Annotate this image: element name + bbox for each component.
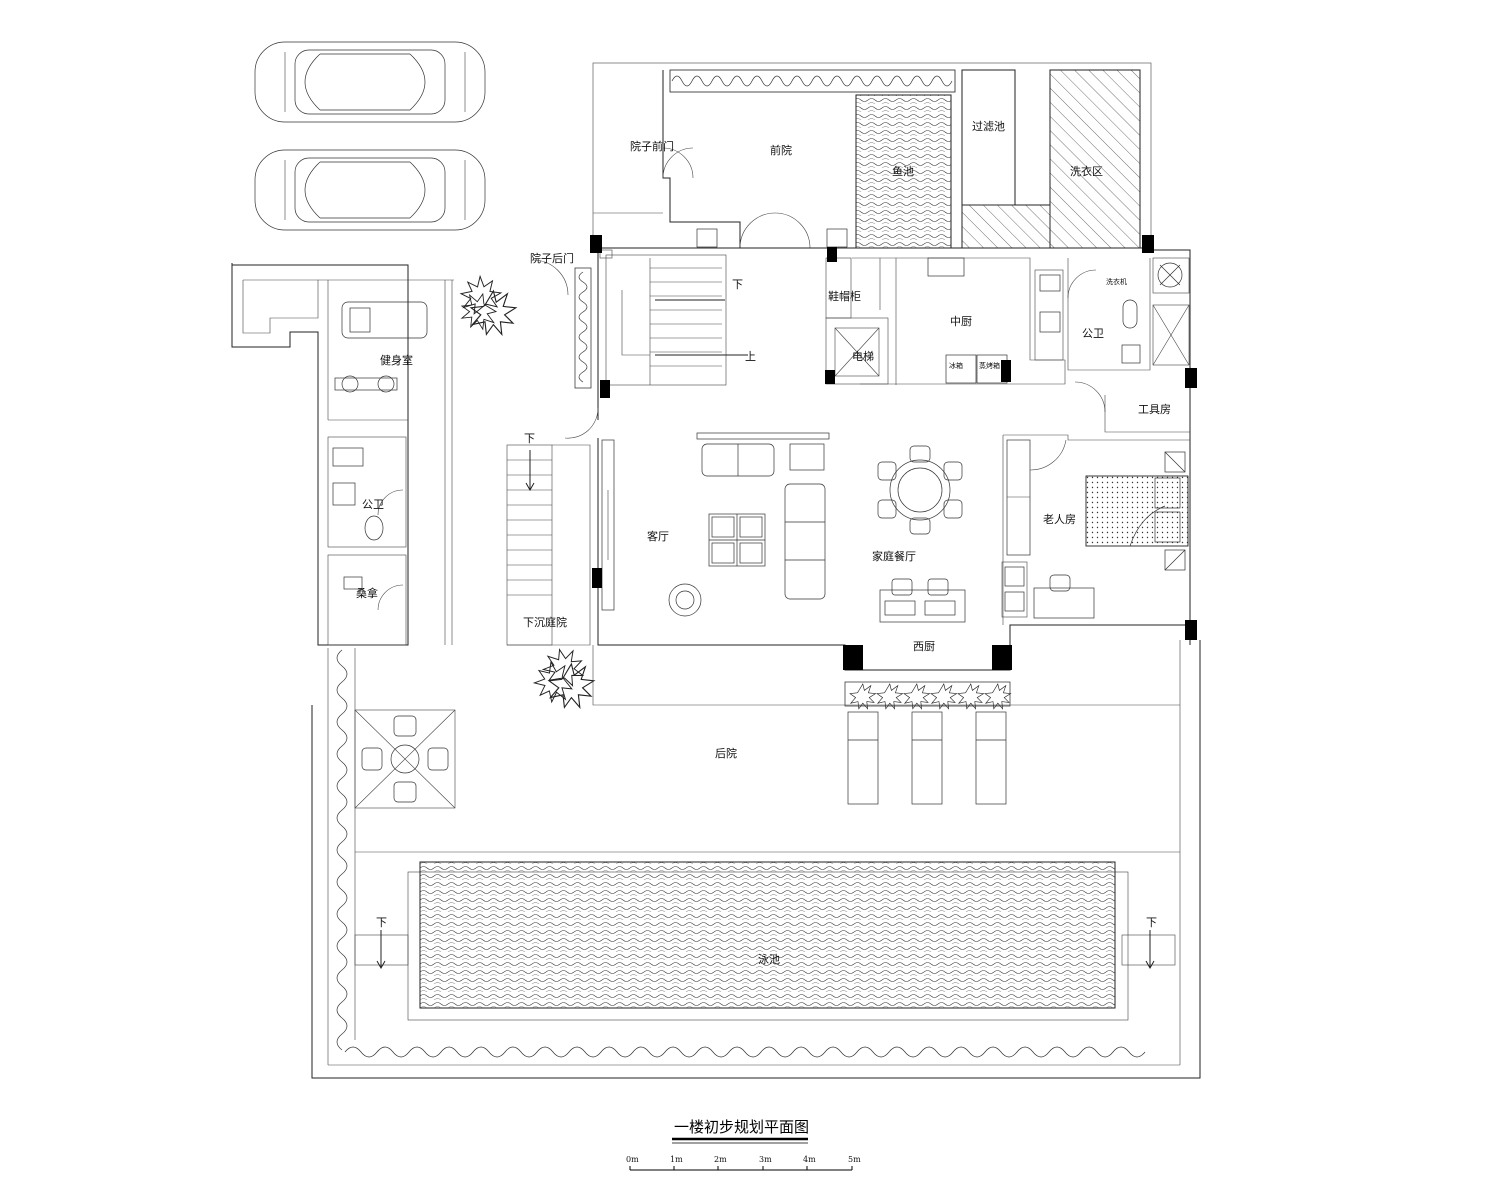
columns [590,235,1197,670]
filter-pond-box [961,69,1016,206]
label-front-gate: 院子前门 [630,139,674,153]
pool [354,861,1176,1021]
building-walls [597,247,1191,671]
car-top [254,41,486,123]
label-stair-down: 下 [732,278,743,291]
plant-upper-left [455,271,517,335]
label-front-yard: 前院 [770,143,792,157]
label-public-bath-west: 公卫 [362,498,384,511]
label-fridge: 冰箱 [949,361,963,370]
label-pool-stair-right: 下 [1146,916,1157,929]
label-elder-room: 老人房 [1043,513,1076,526]
label-family-dining: 家庭餐厅 [872,549,916,563]
label-oven: 蒸烤箱 [979,361,1000,370]
stair-treads [621,258,748,385]
west-wing [231,263,454,646]
label-laundry: 洗衣区 [1070,164,1103,178]
car-bottom [254,149,486,231]
boundary-hedge [336,649,1146,1058]
fish-pond-water [855,94,952,249]
label-back-gate: 院子后门 [530,251,574,265]
label-living-room: 客厅 [647,529,669,543]
label-pool-stair-left: 下 [376,916,387,929]
scale-tick-5: 5m [848,1155,861,1164]
scale-tick-2: 2m [714,1155,727,1164]
label-tool-room: 工具房 [1138,403,1171,416]
dining-table [877,445,966,623]
sunken-stair [506,407,599,646]
label-fish-pond: 鱼池 [892,164,914,178]
label-sunken-court: 下沉庭院 [523,615,567,629]
back-gate-swing [532,259,569,296]
scale-tick-1: 1m [670,1155,683,1164]
drawing-title: 一楼初步规划平面图 [674,1118,809,1136]
label-western-kitchen: 西厨 [913,640,935,653]
scale-tick-4: 4m [803,1155,816,1164]
label-filter-pond: 过滤池 [972,120,1005,133]
label-shoe-cabinet: 鞋帽柜 [828,289,861,303]
label-elevator: 电梯 [852,350,874,363]
label-stair-up: 上 [745,350,756,363]
front-hedge [669,69,956,93]
label-gym: 健身室 [380,353,413,367]
side-hedge [574,267,592,389]
back-yard [311,640,1201,1079]
label-sunken-stair-down: 下 [524,432,535,445]
bed [1085,451,1189,571]
label-public-bath-east: 公卫 [1082,327,1104,340]
label-washer: 洗衣机 [1106,277,1127,286]
label-chinese-kitchen: 中厨 [950,315,972,328]
label-back-yard: 后院 [715,746,737,760]
label-sauna: 桑拿 [356,586,378,600]
terrace-plants [844,681,1011,710]
label-pool: 泳池 [758,952,780,966]
scale-bar: 0m 1m 2m 3m 4m 5m [626,1155,861,1171]
laundry-hatch-a [961,204,1051,249]
plant-lower-left [529,641,595,708]
scale-tick-3: 3m [759,1155,772,1164]
side-hedge-leaves [578,271,588,383]
laundry-hatch-b [1049,69,1141,249]
sofa-set [601,432,830,617]
scale-tick-0: 0m [626,1155,639,1164]
